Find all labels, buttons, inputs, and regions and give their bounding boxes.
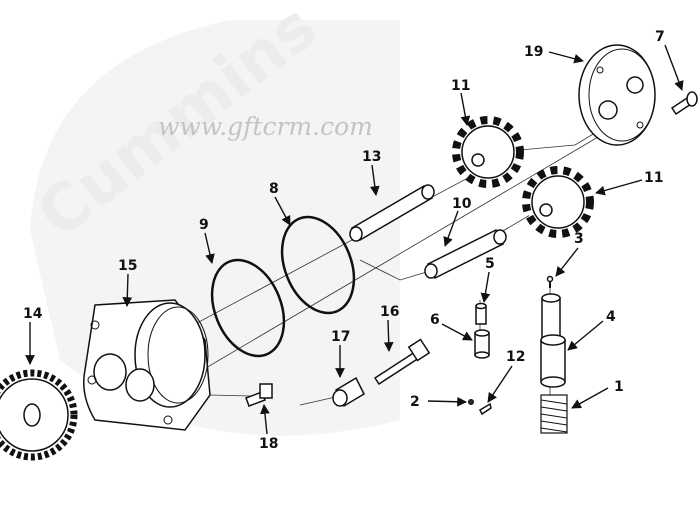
callout-13: 13 xyxy=(362,149,381,165)
part-7-screw-icon xyxy=(670,91,698,116)
part-11-lower-pump-gear-icon xyxy=(522,166,594,238)
callout-leaders xyxy=(25,44,684,435)
callout-16: 16 xyxy=(380,304,399,320)
part-6-fitting-icon xyxy=(474,329,490,359)
part-3-pin-icon xyxy=(546,275,554,288)
callout-1: 1 xyxy=(614,379,624,395)
callout-11-lower: 11 xyxy=(644,170,663,186)
part-10-shaft-icon xyxy=(424,228,507,280)
part-2-ball-icon xyxy=(468,399,474,405)
callout-11-upper: 11 xyxy=(451,78,470,94)
callout-5: 5 xyxy=(485,256,495,272)
callout-17: 17 xyxy=(331,329,350,345)
part-15-pump-body-icon xyxy=(83,299,211,431)
callout-19: 19 xyxy=(524,44,543,60)
part-13-shaft-icon xyxy=(349,184,435,242)
callout-6: 6 xyxy=(430,312,440,328)
callout-12: 12 xyxy=(506,349,525,365)
callout-9: 9 xyxy=(199,217,209,233)
watermark-url-text: www.gftcrm.com xyxy=(158,112,373,141)
callout-3: 3 xyxy=(574,231,584,247)
part-19-cover-plate-icon xyxy=(578,44,656,146)
part-5-plug-icon xyxy=(475,302,487,325)
part-14-drive-gear-icon xyxy=(0,369,78,461)
part-16-bolt-icon xyxy=(373,338,431,386)
part-8-seal-ring-icon xyxy=(280,215,356,315)
watermark: Cummins www.gftcrm.com xyxy=(24,0,400,436)
callout-7: 7 xyxy=(655,29,665,45)
callout-2: 2 xyxy=(410,394,420,410)
callout-15: 15 xyxy=(118,258,137,274)
part-4-plunger-icon xyxy=(540,293,566,388)
callout-10: 10 xyxy=(452,196,472,212)
callout-18: 18 xyxy=(259,436,278,452)
part-1-spring-icon xyxy=(540,394,568,434)
part-17-bushing-icon xyxy=(332,376,365,408)
part-12-clip-icon xyxy=(479,402,492,416)
callout-4: 4 xyxy=(606,309,616,325)
part-18-bolt-icon xyxy=(245,383,273,407)
part-9-seal-ring-icon xyxy=(210,258,286,358)
callout-14: 14 xyxy=(23,306,43,322)
callout-labels: 1 2 3 4 5 6 7 8 9 10 11 11 12 13 14 15 1… xyxy=(23,29,665,452)
part-11-upper-pump-gear-icon xyxy=(452,116,524,188)
callout-8: 8 xyxy=(269,181,279,197)
